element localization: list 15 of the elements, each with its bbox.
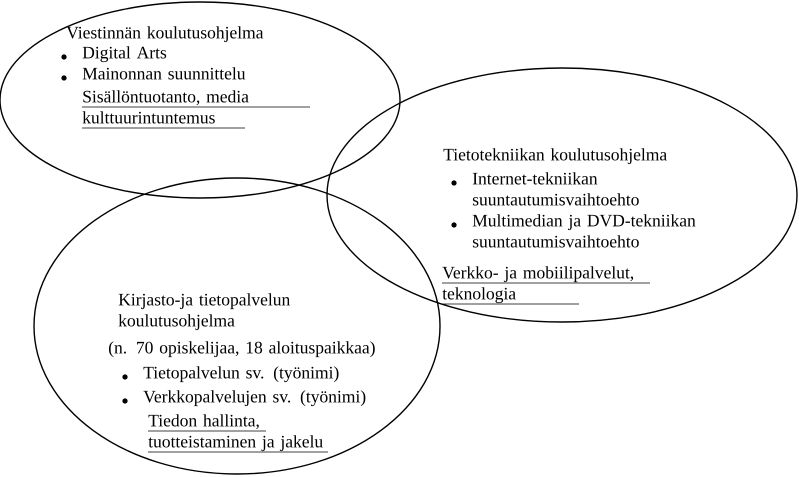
program-title: Viestinnän koulutusohjelma — [66, 26, 264, 42]
bullet-item: Internet-tekniikan suuntautumisvaihtoehto — [451, 172, 639, 206]
bullet-item: Mainonnan suunnittelu — [61, 67, 246, 81]
underlined-text: Tiedon hallinta, tuotteistaminen ja jakelu — [148, 414, 328, 452]
bullet-item: Digital Arts — [61, 46, 166, 62]
ellipse — [326, 67, 798, 323]
bullet-item: Tietopalvelun sv. (työnimi) — [122, 366, 339, 382]
note-text: (n. 70 opiskelijaa, 18 aloituspaikkaa) — [108, 341, 375, 358]
bullet-item: Multimedian ja DVD-tekniikan suuntautumisvaihtoehto — [451, 214, 696, 248]
bullet-item: Verkkopalvelujen sv. (työnimi) — [122, 390, 366, 406]
program-title: Tietotekniikan koulutusohjelma — [444, 148, 667, 164]
ellipse — [33, 177, 441, 475]
underlined-text: Sisällöntuotanto, media kulttuurintuntemus — [82, 90, 310, 128]
program-title: Kirjasto-ja tietopalvelun koulutusohjelma — [118, 293, 290, 330]
underlined-text: Verkko- ja mobiilipalvelut, teknologia — [442, 266, 650, 304]
